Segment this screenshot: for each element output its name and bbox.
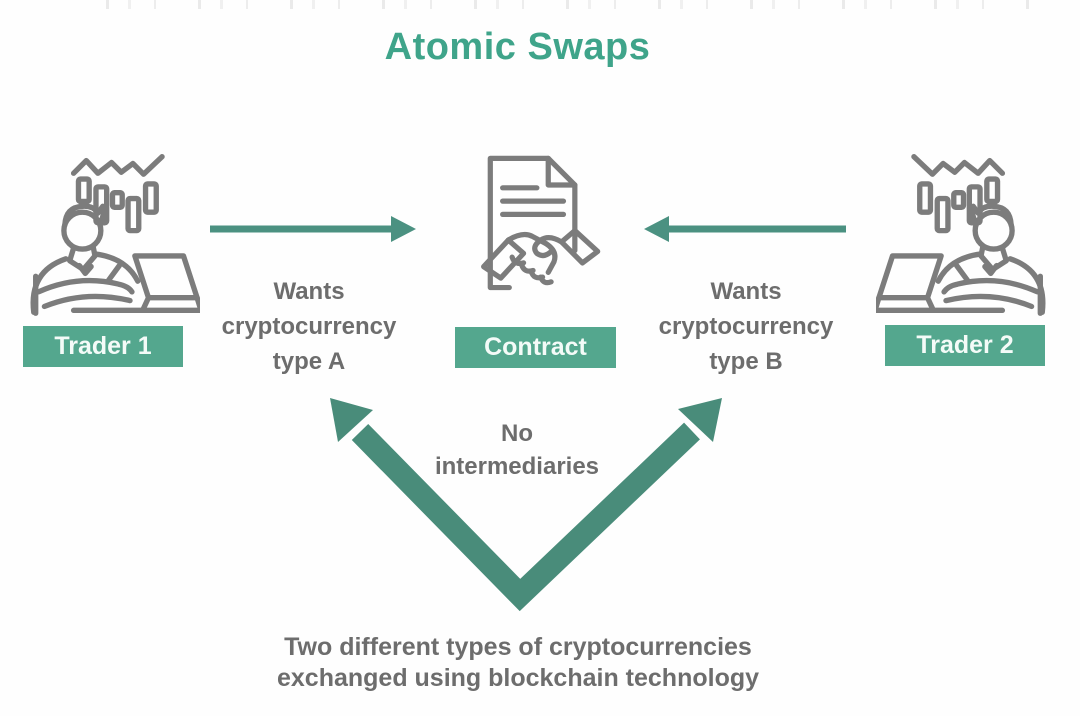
trader2-chart-laptop-icon	[876, 147, 1051, 322]
caption-line: Two different types of cryptocurrencies	[284, 633, 752, 661]
arrow-trader2-to-contract-icon	[644, 216, 846, 242]
contract-label-text: Contract	[484, 333, 587, 361]
no-intermediaries-note: No intermediaries	[407, 417, 627, 483]
diagram-title: Atomic Swaps	[384, 26, 651, 68]
trader1-chart-laptop-icon	[25, 147, 200, 322]
arrow-trader1-to-contract-icon	[210, 216, 416, 242]
note-line: intermediaries	[434, 453, 600, 480]
contract-label: Contract	[455, 327, 616, 368]
wants-type-a-note: Wants cryptocurrency type A	[202, 274, 416, 379]
note-line: type B	[709, 348, 783, 375]
wants-type-b-note: Wants cryptocurrency type B	[639, 274, 853, 379]
trader2-label: Trader 2	[885, 325, 1045, 366]
note-line: No	[501, 420, 533, 447]
no-intermediaries-v-arrow-icon	[330, 398, 722, 612]
note-line: Wants	[710, 278, 782, 305]
trader1-label: Trader 1	[23, 326, 183, 367]
trader2-label-text: Trader 2	[916, 331, 1014, 359]
note-line: type A	[272, 348, 346, 375]
note-line: cryptocurrency	[658, 313, 834, 340]
caption-line: exchanged using blockchain technology	[276, 664, 760, 692]
trader1-label-text: Trader 1	[54, 332, 152, 360]
cropped-text-artifact	[90, 0, 1030, 9]
contract-document-handshake-icon	[458, 146, 610, 317]
note-line: Wants	[273, 278, 345, 305]
bottom-caption: Two different types of cryptocurrencies …	[218, 632, 818, 694]
note-line: cryptocurrency	[221, 313, 397, 340]
